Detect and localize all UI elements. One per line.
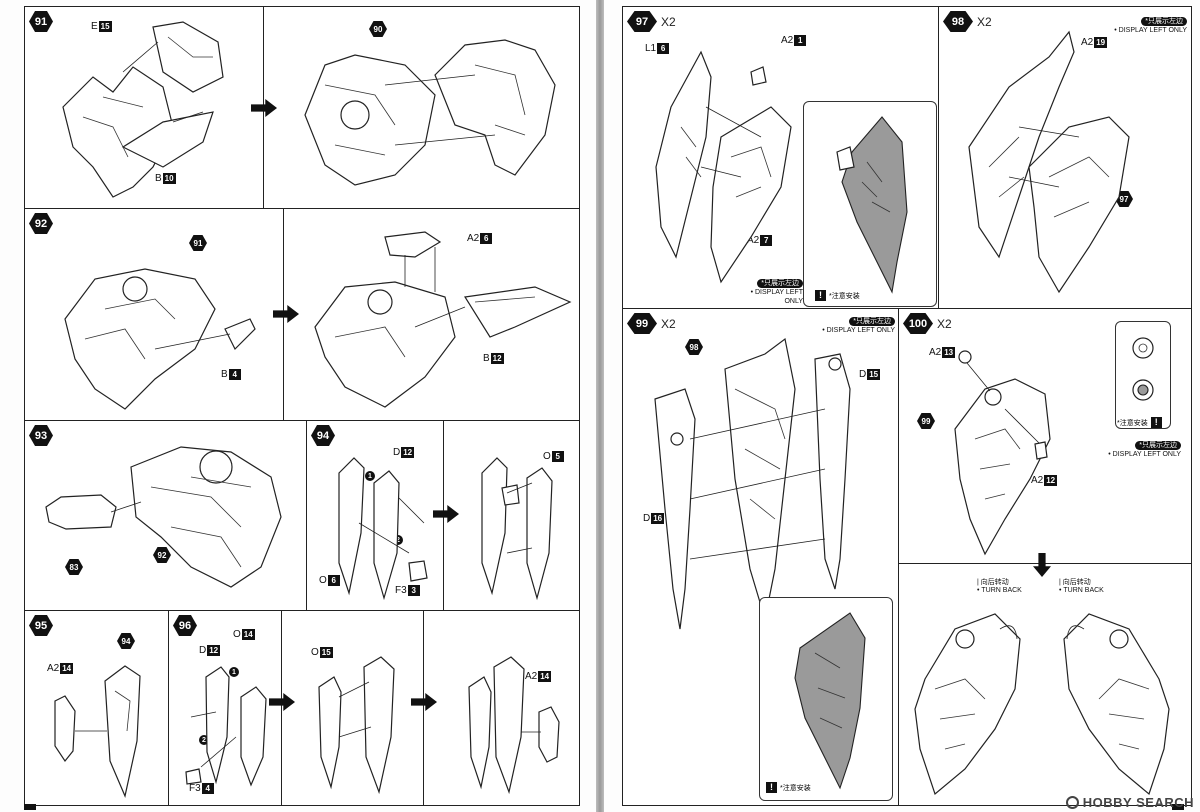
step-number: 95 (29, 615, 53, 636)
part-illustration (655, 50, 792, 284)
turn-back-note: | 向后转动• TURN BACK (977, 579, 1022, 594)
direction-arrow (251, 99, 277, 117)
caution-note: !*注意安装 (766, 782, 811, 793)
part-illustration (318, 656, 395, 795)
multiplier: X2 (937, 317, 952, 331)
part-illustration (1063, 613, 1170, 796)
multiplier: X2 (977, 15, 992, 29)
step-number: 98 (943, 11, 973, 32)
reference-badge: 90 (369, 21, 387, 37)
reference-badge: 98 (685, 339, 703, 355)
part-illustration (185, 666, 267, 787)
turn-back-note: | 向后转动• TURN BACK (1059, 579, 1104, 594)
part-illustration (1132, 337, 1154, 401)
part-illustration (794, 612, 866, 790)
part-illustration (64, 268, 256, 410)
detail-inset (803, 101, 937, 307)
step-number: 92 (29, 213, 53, 234)
order-marker: 1 (229, 667, 239, 677)
detail-inset (1115, 321, 1171, 429)
part-illustration (954, 350, 1051, 556)
display-left-note: *只展示左边• DISPLAY LEFT ONLY (1108, 441, 1181, 458)
part-illustration (836, 116, 908, 294)
direction-arrow (273, 305, 299, 323)
part-illustration (654, 337, 851, 630)
step-number: 94 (311, 425, 335, 446)
step-93-panel: 93 83 92 (24, 420, 308, 612)
part-illustration (481, 457, 553, 601)
hobby-search-logo-icon (1065, 796, 1079, 809)
display-left-note: *只展示左边• DISPLAY LEFT ONLY (822, 317, 895, 334)
step-number: 93 (29, 425, 53, 446)
part-illustration (54, 665, 141, 798)
reference-badge: 83 (65, 559, 83, 575)
order-marker: 2 (199, 735, 209, 745)
part-illustration (914, 613, 1021, 796)
reference-badge: 94 (117, 633, 135, 649)
multiplier: X2 (661, 15, 676, 29)
part-illustration (304, 39, 556, 186)
caution-note: !*注意安装 (815, 290, 860, 301)
reference-badge: 91 (189, 235, 207, 251)
reference-badge: 92 (153, 547, 171, 563)
step-number: 99 (627, 313, 657, 334)
step-number: 91 (29, 11, 53, 32)
display-left-note: *只展示左边• DISPLAY LEFT ONLY (750, 279, 803, 305)
caution-note: *注意安装! (1117, 417, 1162, 428)
part-illustration (314, 231, 572, 408)
step-number: 97 (627, 11, 657, 32)
part-illustration (45, 446, 282, 588)
multiplier: X2 (661, 317, 676, 331)
page-gutter (596, 0, 604, 812)
step-number: 100 (903, 313, 933, 334)
part-illustration (468, 656, 560, 795)
reference-badge: 99 (917, 413, 935, 429)
part-illustration (338, 457, 428, 601)
order-marker: 1 (365, 471, 375, 481)
step-number: 96 (173, 615, 197, 636)
watermark: HOBBY SEARCH (1065, 795, 1194, 810)
display-left-note: *只展示左边• DISPLAY LEFT ONLY (1114, 17, 1187, 34)
part-illustration (62, 21, 224, 198)
part-illustration (968, 30, 1130, 294)
order-marker: 2 (393, 535, 403, 545)
detail-inset: !*注意安装 (759, 597, 893, 801)
